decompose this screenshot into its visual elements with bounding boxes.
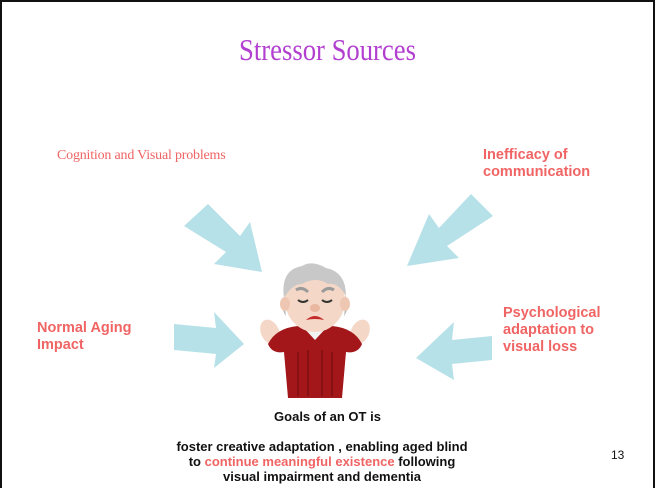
goals-line-1: foster creative adaptation , enabling ag… bbox=[176, 439, 468, 454]
arrow-top-right-icon bbox=[407, 194, 493, 266]
label-psychological-adaptation: Psychological adaptation to visual loss bbox=[503, 305, 601, 355]
goals-line-2-prefix: to bbox=[188, 454, 205, 469]
arrow-left-icon bbox=[174, 312, 244, 368]
goals-line-3: visual impairment and dementia bbox=[223, 469, 421, 484]
page-number: 13 bbox=[611, 448, 625, 462]
goals-heading: Goals of an OT is bbox=[274, 409, 381, 424]
arrow-right-icon bbox=[416, 322, 492, 380]
goals-body: foster creative adaptation , enabling ag… bbox=[132, 439, 512, 484]
goals-line-2-suffix: following bbox=[394, 454, 456, 469]
label-cognition-visual: Cognition and Visual problems bbox=[57, 148, 226, 163]
arrow-top-left-icon bbox=[184, 204, 262, 272]
label-normal-aging: Normal Aging Impact bbox=[37, 320, 132, 353]
sad-elderly-man-icon bbox=[260, 263, 370, 398]
slide-title: Stressor Sources bbox=[239, 32, 416, 67]
goals-highlight: continue meaningful existence bbox=[204, 454, 395, 469]
label-inefficacy-communication: Inefficacy of communication bbox=[483, 147, 591, 180]
